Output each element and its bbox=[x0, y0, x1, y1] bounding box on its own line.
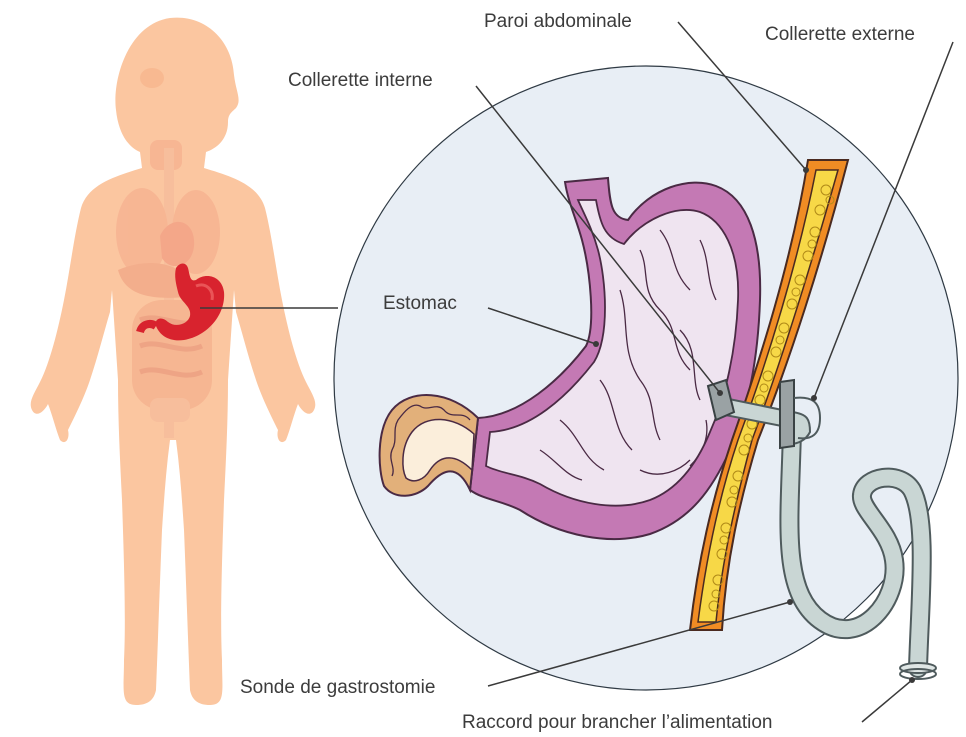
human-body-figure bbox=[31, 18, 316, 705]
body-ear bbox=[140, 68, 164, 88]
label-estomac: Estomac bbox=[383, 293, 457, 314]
label-collerette-externe: Collerette externe bbox=[765, 24, 915, 45]
external-collar bbox=[780, 380, 794, 448]
label-paroi-abdominale: Paroi abdominale bbox=[484, 11, 632, 32]
label-collerette-interne: Collerette interne bbox=[288, 70, 433, 91]
label-sonde-de-gastrostomie: Sonde de gastrostomie bbox=[240, 677, 435, 698]
label-raccord-alimentation: Raccord pour brancher l’alimentation bbox=[462, 712, 773, 733]
